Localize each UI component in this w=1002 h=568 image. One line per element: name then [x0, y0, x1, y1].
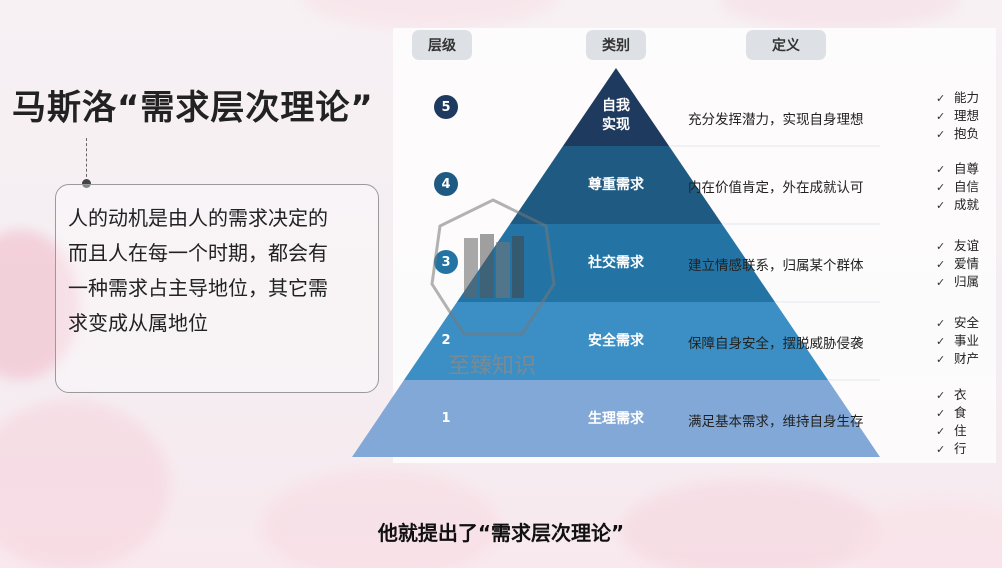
slide-title: 马斯洛“需求层次理论” [12, 88, 374, 128]
check-icon: ✓ [936, 407, 946, 420]
check-icon: ✓ [936, 258, 946, 271]
petal-decoration [260, 470, 500, 568]
description-box: 人的动机是由人的需求决定的 而且人在每一个时期，都会有 一种需求占主导地位，其它… [55, 184, 379, 393]
check-item: ✓自信 [936, 179, 980, 194]
check-item: ✓事业 [936, 333, 980, 348]
checklist-2: ✓安全 ✓事业 ✓财产 [936, 314, 996, 368]
check-item: ✓归属 [936, 274, 980, 289]
tier-5-label-line1: 自我 [602, 98, 630, 114]
watermark-logo-icon [430, 198, 556, 336]
check-icon: ✓ [936, 353, 946, 366]
check-icon: ✓ [936, 335, 946, 348]
tier-5-label-line2: 实现 [602, 117, 630, 133]
definition-4: 内在价值肯定，外在成就认可 [688, 180, 864, 196]
video-subtitle: 他就提出了“需求层次理论” [377, 521, 625, 545]
watermark-text: 至臻知识 [448, 354, 537, 379]
description-line: 而且人在每一个时期，都会有 [68, 241, 328, 265]
connector-dot [82, 179, 91, 188]
pyramid-tier-4 [510, 146, 722, 224]
level-5-badge: 5 [434, 95, 458, 119]
check-icon: ✓ [936, 240, 946, 253]
check-item: ✓成就 [936, 197, 980, 212]
check-icon: ✓ [936, 443, 946, 456]
check-item: ✓衣 [936, 387, 967, 402]
pyramid-tier-3 [457, 224, 775, 302]
checklist-4: ✓自尊 ✓自信 ✓成就 [936, 160, 996, 214]
header-level: 层级 [412, 30, 472, 60]
check-item: ✓食 [936, 405, 967, 420]
check-icon: ✓ [936, 199, 946, 212]
tier-4-label: 尊重需求 [588, 177, 644, 193]
check-icon: ✓ [936, 128, 946, 141]
check-item: ✓能力 [936, 90, 980, 105]
check-icon: ✓ [936, 181, 946, 194]
tier-3-label: 社交需求 [588, 255, 644, 271]
tier-1-label: 生理需求 [588, 411, 644, 427]
description-line: 人的动机是由人的需求决定的 [68, 206, 328, 230]
level-1-badge: 1 [434, 406, 458, 430]
definition-3: 建立情感联系，归属某个群体 [688, 258, 864, 274]
check-icon: ✓ [936, 389, 946, 402]
check-icon: ✓ [936, 92, 946, 105]
level-4-badge: 4 [434, 172, 458, 196]
definition-2: 保障自身安全，摆脱威胁侵袭 [688, 336, 864, 352]
check-icon: ✓ [936, 276, 946, 289]
connector-line [86, 138, 87, 182]
pyramid-tier-2 [404, 302, 828, 380]
definition-1: 满足基本需求，维持自身生存 [688, 414, 864, 430]
checklist-1: ✓衣 ✓食 ✓住 ✓行 [936, 386, 996, 458]
check-item: ✓安全 [936, 315, 980, 330]
check-item: ✓抱负 [936, 126, 980, 141]
header-definition: 定义 [746, 30, 826, 60]
check-item: ✓理想 [936, 108, 980, 123]
pyramid-tier-5 [563, 68, 669, 146]
check-item: ✓自尊 [936, 161, 980, 176]
check-item: ✓住 [936, 423, 967, 438]
tier-2-label: 安全需求 [588, 333, 644, 349]
petal-decoration [0, 400, 170, 568]
checklist-5: ✓能力 ✓理想 ✓抱负 [936, 89, 996, 143]
check-icon: ✓ [936, 425, 946, 438]
level-3-badge: 3 [434, 250, 458, 274]
petal-decoration [620, 480, 880, 568]
check-icon: ✓ [936, 110, 946, 123]
check-item: ✓友谊 [936, 238, 980, 253]
definition-5: 充分发挥潜力，实现自身理想 [688, 112, 864, 128]
check-icon: ✓ [936, 317, 946, 330]
description-line: 求变成从属地位 [68, 311, 208, 335]
level-2-badge: 2 [434, 328, 458, 352]
check-item: ✓财产 [936, 351, 980, 366]
check-item: ✓爱情 [936, 256, 980, 271]
checklist-3: ✓友谊 ✓爱情 ✓归属 [936, 237, 996, 291]
description-line: 一种需求占主导地位，其它需 [68, 276, 328, 300]
pyramid-tier-1 [352, 380, 880, 457]
check-icon: ✓ [936, 163, 946, 176]
check-item: ✓行 [936, 441, 967, 456]
header-type: 类别 [586, 30, 646, 60]
tier-5-label: 自我 实现 [586, 97, 646, 135]
